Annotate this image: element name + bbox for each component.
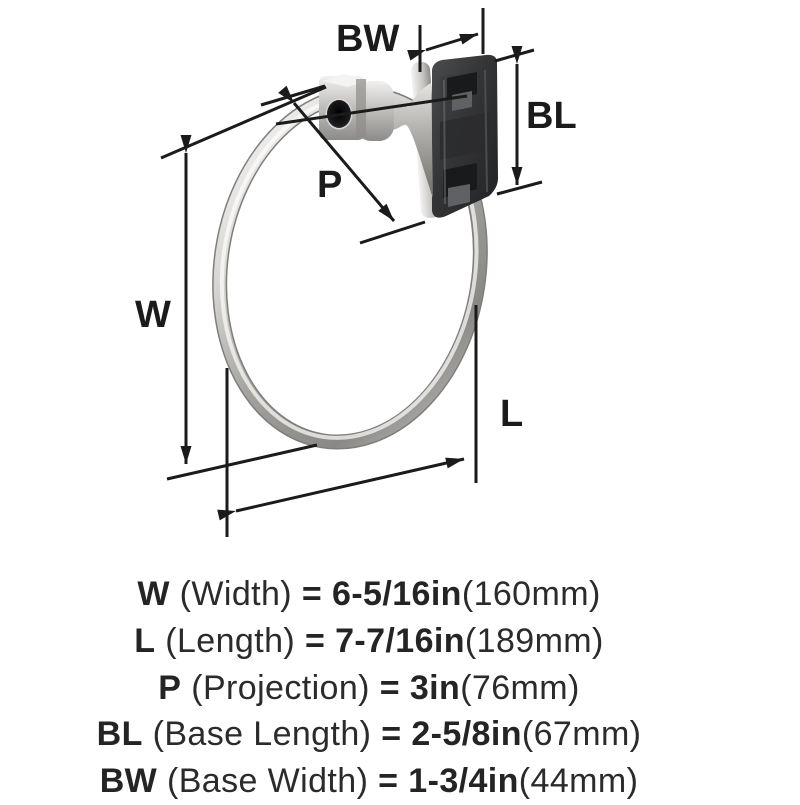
spec-name: (Length) <box>165 621 296 660</box>
spec-name: (Base Length) <box>152 715 372 754</box>
towel-ring-product <box>212 54 498 450</box>
dimension-spec-list: W (Width) = 6-5/16in(160mm) L (Length) =… <box>0 571 738 805</box>
label-w: W <box>135 294 171 336</box>
label-bl: BL <box>526 95 577 137</box>
base-mid-shade <box>440 112 490 160</box>
spec-row-base-width: BW (Base Width) = 1-3/4in(44mm) <box>0 758 738 805</box>
spec-label: BW <box>99 762 158 801</box>
spec-row-length: L (Length) = 7-7/16in(189mm) <box>0 618 738 665</box>
collar <box>319 74 368 140</box>
collar-seam <box>356 79 366 138</box>
bl-extension-bottom <box>496 180 543 196</box>
spec-row-base-length: BL (Base Length) = 2-5/8in(67mm) <box>0 711 738 758</box>
spec-value: 7-7/16in <box>335 621 465 660</box>
bl-extension-top <box>494 48 535 63</box>
spec-metric: (160mm) <box>461 575 601 613</box>
w-extension-bottom <box>166 443 318 481</box>
spec-row-projection: P (Projection) = 3in(76mm) <box>0 665 738 712</box>
spec-value: 6-5/16in <box>332 575 462 613</box>
label-p: P <box>317 164 342 206</box>
spec-label: P <box>158 668 182 707</box>
spec-name: (Projection) <box>191 668 370 707</box>
spec-equals: = <box>378 762 399 801</box>
label-bw: BW <box>336 18 399 60</box>
spec-value: 1-3/4in <box>408 762 519 801</box>
spec-equals: = <box>379 668 400 707</box>
p-extension-bottom <box>359 220 426 245</box>
spec-name: (Width) <box>179 575 293 613</box>
spec-row-width: W (Width) = 6-5/16in(160mm) <box>0 571 738 618</box>
spec-label: BL <box>96 715 143 754</box>
spec-metric: (189mm) <box>464 621 604 660</box>
spec-equals: = <box>381 715 402 754</box>
dimension-annotations <box>160 8 543 537</box>
spec-value: 2-5/8in <box>411 715 522 754</box>
spec-value: 3in <box>409 668 461 707</box>
spec-metric: (67mm) <box>521 715 642 754</box>
bw-arrow <box>407 32 479 61</box>
base-clip-bottom-face <box>448 184 470 207</box>
spec-name: (Base Width) <box>167 762 369 801</box>
product-dimension-diagram: BW BL P W L <box>135 8 577 537</box>
spec-equals: = <box>301 575 323 613</box>
post-trumpet <box>388 83 433 198</box>
dimension-labels: BW BL P W L <box>135 18 577 435</box>
label-l: L <box>500 393 523 435</box>
spec-label: W <box>137 575 170 613</box>
spec-metric: (44mm) <box>518 762 639 801</box>
l-arrow <box>217 457 465 521</box>
spec-label: L <box>134 621 156 660</box>
p-arrow <box>278 85 396 222</box>
base-ridge-right <box>484 69 488 193</box>
spec-equals: = <box>304 621 326 660</box>
spec-metric: (76mm) <box>460 668 580 707</box>
